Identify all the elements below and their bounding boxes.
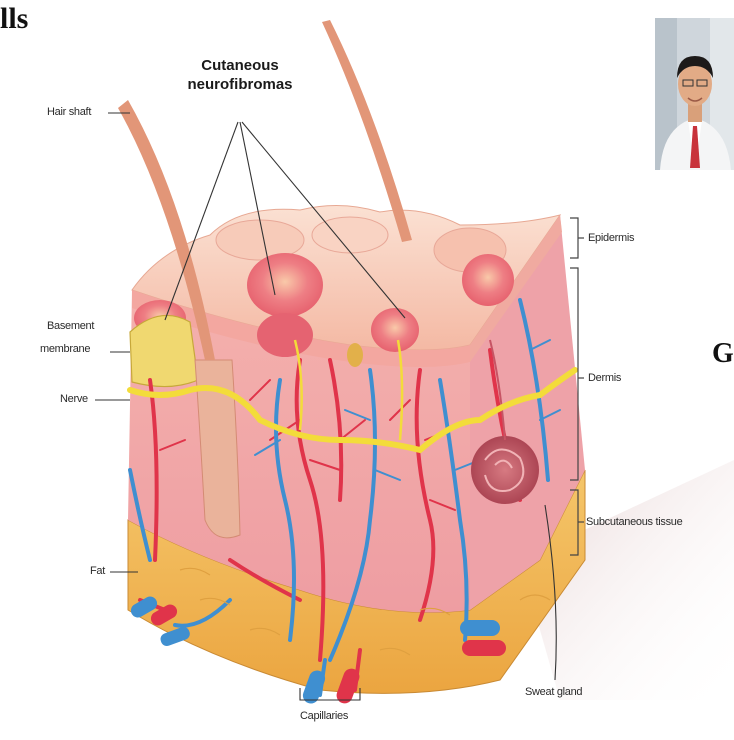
diagram-title-line1: Cutaneous — [170, 56, 310, 75]
label-epidermis: Epidermis — [588, 232, 634, 244]
label-basement-membrane-1: Basement — [47, 320, 94, 332]
label-fat: Fat — [90, 565, 105, 577]
label-basement-membrane-2: membrane — [40, 343, 90, 355]
diagram-title-line2: neurofibromas — [170, 75, 310, 94]
neurofibroma-tumor — [257, 313, 313, 357]
basement-membrane-block — [130, 315, 198, 386]
label-dermis: Dermis — [588, 372, 621, 384]
neurofibroma-tumor — [371, 308, 419, 352]
neurofibroma-tumor — [247, 253, 323, 317]
diagram-title: Cutaneous neurofibromas — [170, 56, 310, 94]
label-subcutaneous-tissue: Subcutaneous tissue — [586, 516, 682, 528]
label-capillaries: Capillaries — [300, 710, 348, 722]
hair-bulb — [347, 343, 363, 367]
label-hair-shaft: Hair shaft — [47, 106, 91, 118]
person-portrait-icon — [655, 18, 734, 170]
label-nerve: Nerve — [60, 393, 88, 405]
sweat-gland-coil — [471, 436, 539, 504]
surface-bump — [312, 217, 388, 253]
neurofibroma-tumor — [462, 254, 514, 306]
label-sweat-gland: Sweat gland — [525, 686, 582, 698]
